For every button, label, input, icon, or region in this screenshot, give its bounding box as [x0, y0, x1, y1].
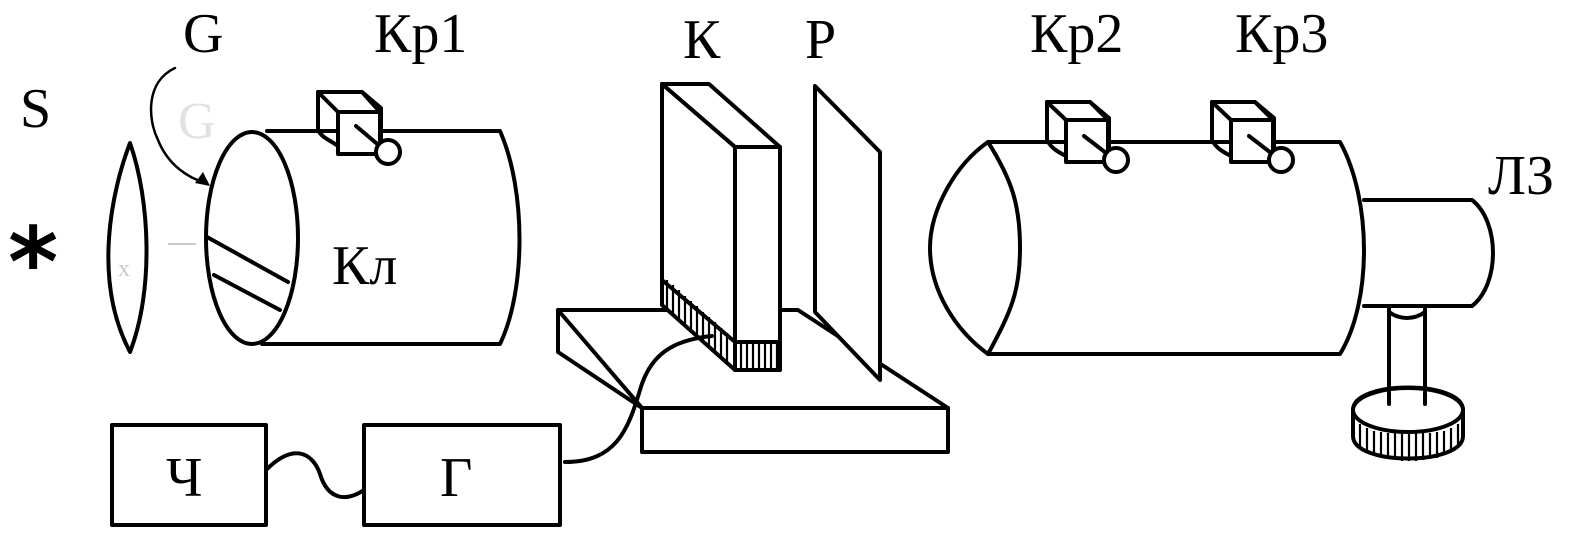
meter-generator-cable — [264, 451, 366, 499]
label-clamp3: Кр3 — [1235, 3, 1328, 65]
analyzer-tube — [928, 140, 1366, 356]
label-telescope: ЛЗ — [1488, 145, 1554, 207]
label-crystal: К — [683, 9, 721, 71]
mounting-platform — [556, 308, 950, 454]
clamp1-screw — [316, 90, 402, 166]
generator-box — [362, 423, 562, 527]
condenser-lens — [106, 141, 149, 354]
label-clamp2: Кр2 — [1030, 3, 1123, 65]
wedge-cylinder — [204, 129, 522, 346]
eyepiece-tube — [1362, 198, 1495, 308]
grating-pointer-arrow — [149, 66, 208, 185]
clamp2-screw — [1045, 100, 1130, 174]
label-frequency-meter: Ч — [166, 447, 202, 509]
analyzer-tube-front-face — [928, 140, 1022, 356]
wedge-line-1 — [205, 235, 290, 284]
polarizer-plate — [813, 84, 882, 382]
crystal-cable — [563, 334, 714, 464]
wedge-cylinder-front-face — [204, 130, 300, 346]
wedge-line-2 — [212, 273, 282, 312]
label-grating: G — [183, 3, 223, 65]
label-wedge: Кл — [332, 235, 397, 297]
crystal — [660, 82, 782, 372]
ghost-mark: x — [118, 256, 130, 282]
label-clamp1: Кр1 — [374, 3, 467, 65]
grating-pointer-arrowhead — [195, 172, 210, 186]
frequency-meter-box — [110, 423, 268, 527]
clamp3-screw — [1210, 100, 1295, 174]
asterisk-icon: * — [8, 207, 58, 319]
label-polarizer: Р — [805, 9, 836, 71]
stand-knob — [1351, 304, 1465, 461]
knob-knurling — [1358, 424, 1460, 461]
label-source: S — [20, 78, 51, 140]
ghost-letter: G — [178, 93, 216, 150]
label-generator: Г — [440, 447, 472, 509]
